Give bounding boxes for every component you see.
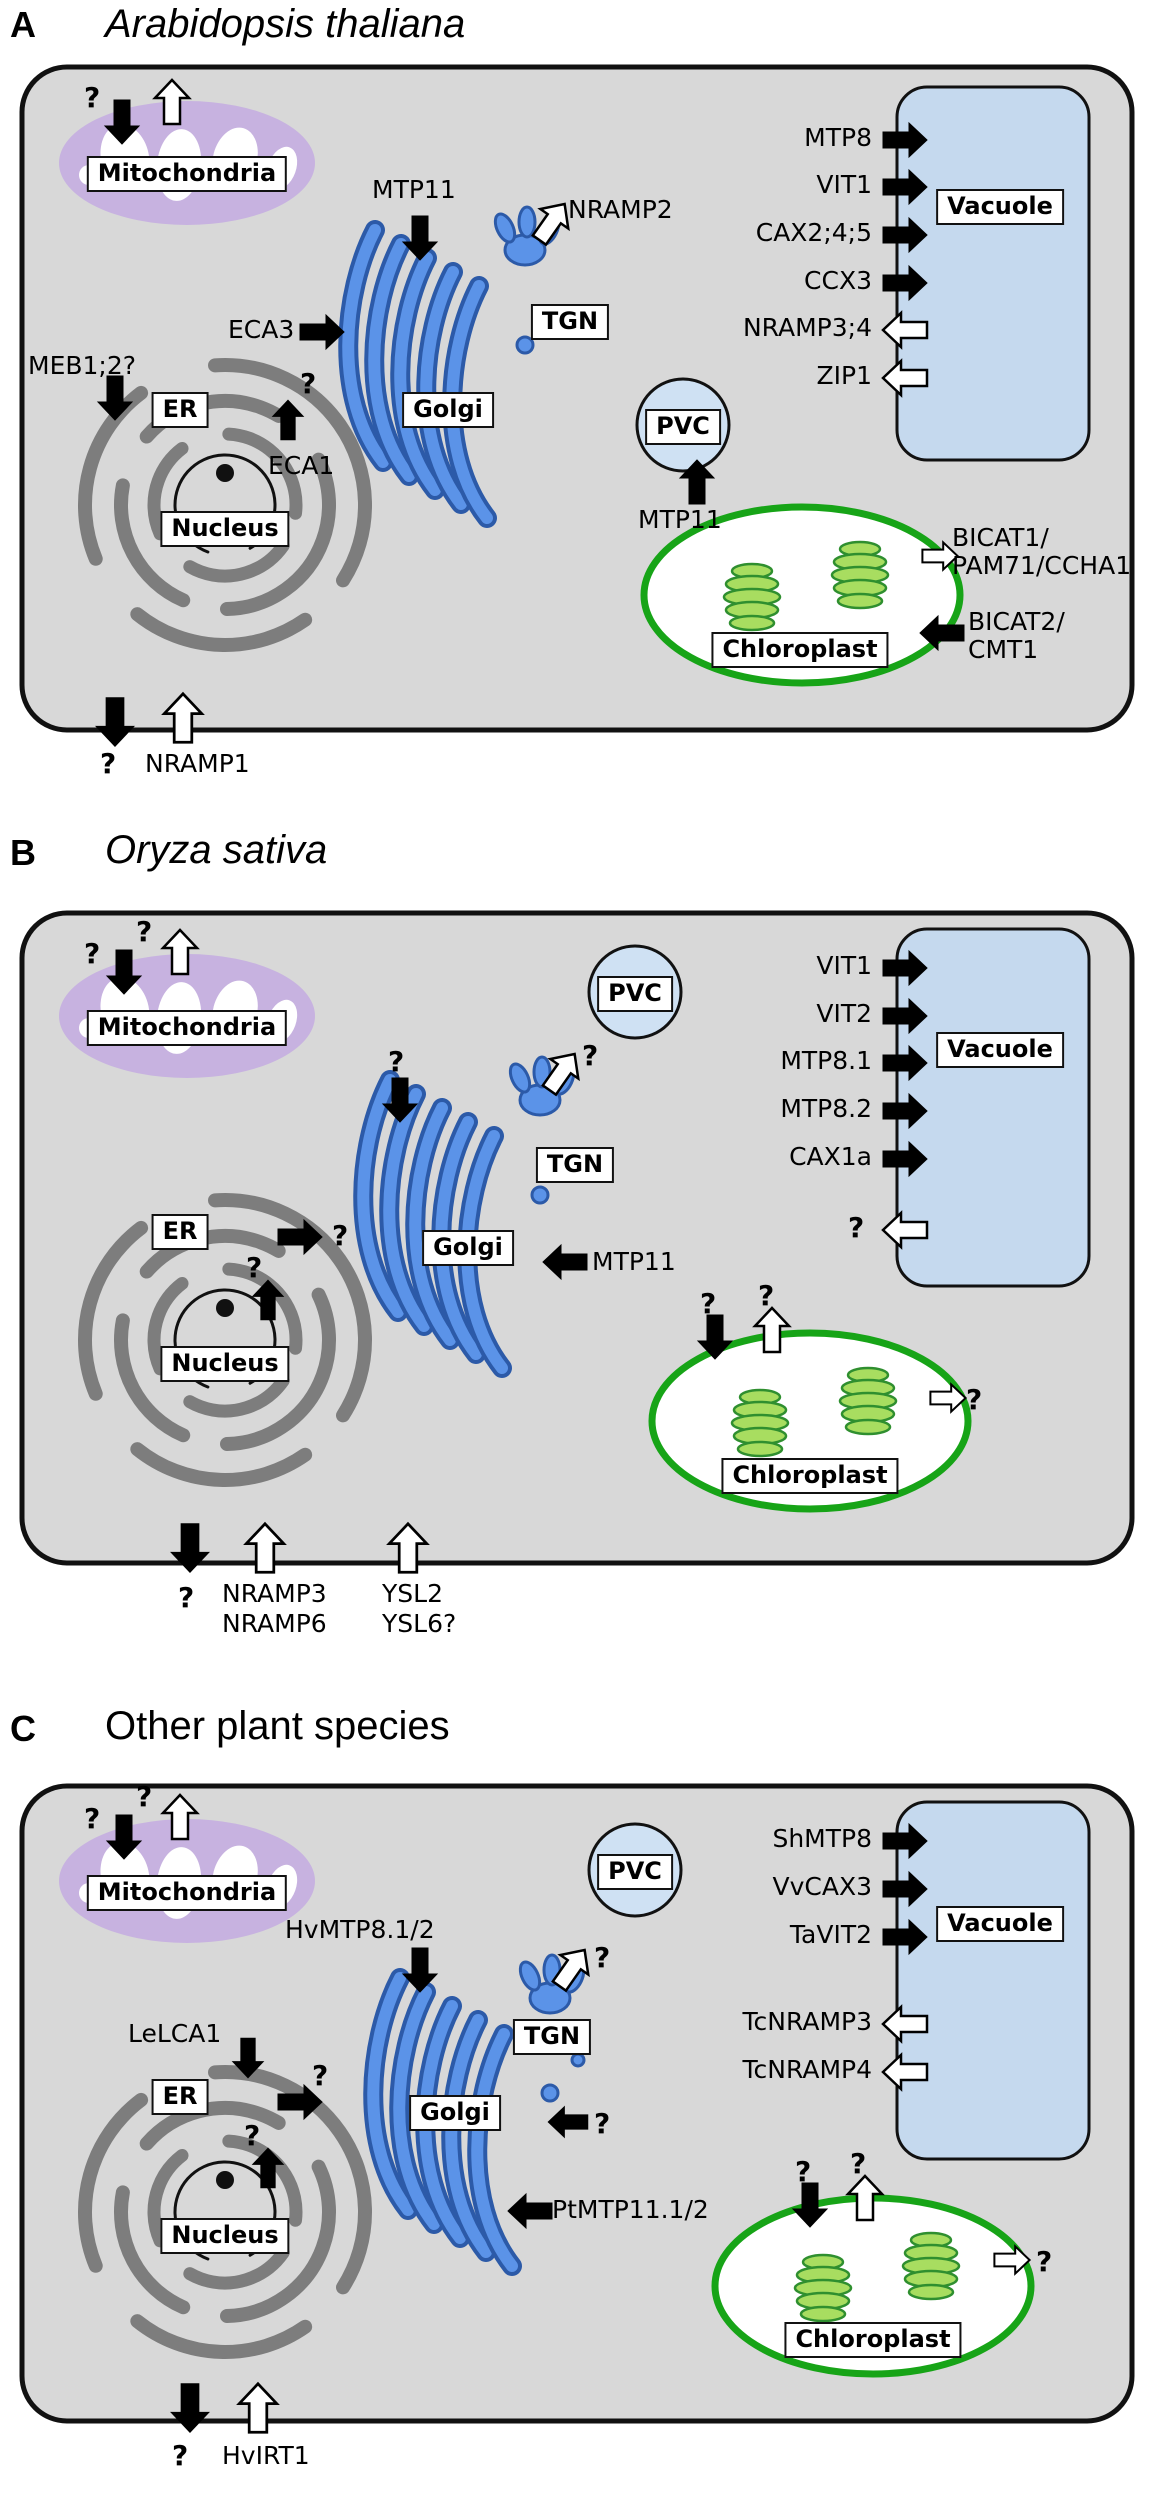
transporter-label: HvMTP8.1/2 (285, 1915, 435, 1944)
question-label: ? (966, 1383, 983, 1416)
panel-b-drawing (19, 910, 1135, 1574)
panel-letter: A (10, 4, 36, 45)
panel-c: C Other plant species Mitochondria ? ? P… (0, 1660, 1154, 2500)
chloroplast-label: Chloroplast (784, 2322, 962, 2358)
chloroplast-label: Chloroplast (711, 632, 889, 668)
transporter-label: MEB1;2? (28, 351, 137, 380)
mitochondria-label: Mitochondria (86, 1875, 288, 1911)
vacuole-shape (895, 85, 1091, 462)
panel-title: Oryza sativa (105, 828, 328, 872)
vacuole-import-label: VvCAX3 (772, 1872, 873, 1901)
golgi-label: Golgi (402, 392, 494, 428)
vacuole-export-label: TcNRAMP3 (742, 2007, 872, 2036)
transporter-label: YSL2 (382, 1579, 443, 1608)
tgn-label: TGN (530, 304, 610, 340)
transporter-label: NRAMP1 (145, 749, 250, 778)
vacuole-label: Vacuole (936, 1906, 1064, 1942)
question-label: ? (172, 2439, 189, 2472)
question-label: ? (700, 1287, 717, 1320)
vacuole-import-label: VIT1 (816, 951, 872, 980)
er-label: ER (151, 2079, 209, 2115)
question-label: ? (244, 2119, 261, 2152)
vacuole-shape (895, 1800, 1091, 2161)
transporter-label: ECA1 (268, 451, 335, 480)
question-label: ? (178, 1581, 195, 1614)
nucleus-label: Nucleus (160, 1346, 290, 1382)
vacuole-import-label: CAX2;4;5 (755, 218, 872, 247)
vacuole-import-label: CCX3 (804, 266, 872, 295)
transporter-label: MTP11 (638, 505, 722, 534)
question-label: ? (84, 937, 101, 970)
question-label: ? (300, 367, 317, 400)
question-label: ? (84, 81, 101, 114)
vacuole-import-label: CAX1a (789, 1142, 872, 1171)
question-label: ? (136, 1780, 153, 1813)
question-label: ? (312, 2059, 329, 2092)
question-label: ? (84, 1802, 101, 1835)
vacuole-import-label: VIT1 (816, 170, 872, 199)
question-label: ? (136, 915, 153, 948)
vacuole-export-label: TcNRAMP4 (742, 2055, 872, 2084)
transporter-label: HvIRT1 (222, 2441, 310, 2470)
question-label: ? (582, 1039, 599, 1072)
question-label: ? (100, 747, 117, 780)
question-label: ? (388, 1045, 405, 1078)
vacuole-export-label: NRAMP3;4 (742, 313, 872, 342)
transporter-label: MTP11 (592, 1247, 676, 1276)
panel-title: Other plant species (105, 1704, 450, 1748)
panel-c-drawing (19, 1783, 1135, 2434)
golgi-label: Golgi (422, 1230, 514, 1266)
golgi-label: Golgi (409, 2095, 501, 2131)
question-label: ? (848, 1211, 865, 1244)
vacuole-import-label: MTP8.1 (780, 1046, 872, 1075)
panel-b: B Oryza sativa Mitochondria ? ? PVC Vacu… (0, 800, 1154, 1660)
mitochondria-label: Mitochondria (86, 1010, 288, 1046)
question-label: ? (594, 2107, 611, 2140)
pvc-label: PVC (597, 1854, 673, 1890)
question-label: ? (758, 1279, 775, 1312)
vacuole-import-label: MTP8 (804, 123, 872, 152)
transporter-label: PtMTP11.1/2 (552, 2195, 709, 2224)
transporter-label: LeLCA1 (128, 2019, 222, 2048)
panel-a-drawing (19, 64, 1135, 747)
tgn-label: TGN (512, 2019, 592, 2055)
transporter-label: MTP11 (372, 175, 456, 204)
transporter-label: NRAMP2 (568, 195, 673, 224)
er-label: ER (151, 1214, 209, 1250)
transporter-label: BICAT1/ (952, 523, 1049, 552)
question-label: ? (332, 1219, 349, 1252)
vacuole-import-label: TaVIT2 (789, 1920, 872, 1949)
question-label: ? (795, 2155, 812, 2188)
tgn-label: TGN (535, 1147, 615, 1183)
transporter-label: BICAT2/ (968, 607, 1065, 636)
question-label: ? (850, 2147, 867, 2180)
question-label: ? (246, 1251, 263, 1284)
panel-letter: C (10, 1708, 36, 1749)
transporter-label: PAM71/CCHA1 (952, 551, 1132, 580)
transporter-label: YSL6? (382, 1609, 457, 1638)
vacuole-import-label: ShMTP8 (772, 1824, 872, 1853)
panel-title: Arabidopsis thaliana (105, 2, 466, 46)
mitochondria-label: Mitochondria (86, 156, 288, 192)
vacuole-import-label: VIT2 (816, 999, 872, 1028)
er-label: ER (151, 392, 209, 428)
chloroplast-label: Chloroplast (721, 1458, 899, 1494)
transporter-label: CMT1 (968, 635, 1039, 664)
vacuole-label: Vacuole (936, 1032, 1064, 1068)
transporter-label: ECA3 (228, 315, 295, 344)
panel-letter: B (10, 832, 36, 873)
nucleus-label: Nucleus (160, 2218, 290, 2254)
vacuole-import-label: MTP8.2 (780, 1094, 872, 1123)
pvc-label: PVC (597, 976, 673, 1012)
nucleus-label: Nucleus (160, 511, 290, 547)
transporter-label: NRAMP6 (222, 1609, 327, 1638)
question-label: ? (1036, 2245, 1053, 2278)
vacuole-export-label: ZIP1 (816, 361, 872, 390)
question-label: ? (594, 1941, 611, 1974)
pvc-label: PVC (645, 409, 721, 445)
panel-a: A Arabidopsis thaliana Mitochondria ? MT… (0, 0, 1154, 800)
transporter-label: NRAMP3 (222, 1579, 327, 1608)
vacuole-label: Vacuole (936, 189, 1064, 225)
